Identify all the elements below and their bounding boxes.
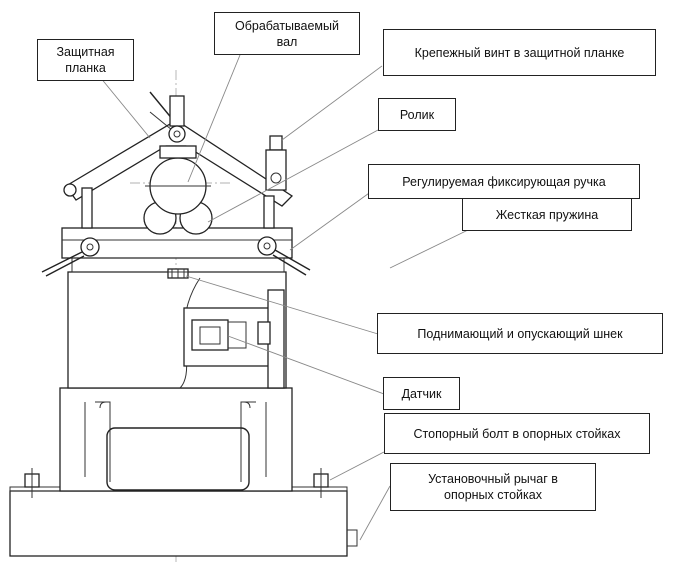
label-spring: Жесткая пружина [462, 198, 632, 231]
carriage [61, 227, 293, 273]
label-workpiece-shaft: Обрабатываемый вал [214, 12, 360, 55]
stop-bolt-left [24, 468, 40, 498]
label-stop-bolt: Стопорный болт в опорных стойках [384, 413, 650, 454]
label-roller: Ролик [378, 98, 456, 131]
support-stand [59, 387, 293, 492]
guard-screw [159, 95, 197, 159]
handle-left [41, 237, 100, 277]
leader-lines [99, 54, 469, 541]
label-screw-jack: Поднимающий и опускающий шнек [377, 313, 663, 354]
label-guard-screw: Крепежный винт в защитной планке [383, 29, 656, 76]
sensor [191, 319, 271, 351]
label-lock-handle: Регулируемая фиксирующая ручка [368, 164, 640, 199]
base-plate [9, 486, 358, 557]
lock-handle-knob [265, 135, 287, 191]
column [67, 271, 287, 389]
label-guard-plate: Защитная планка [37, 39, 134, 81]
screw-jack [167, 268, 189, 279]
label-sensor: Датчик [383, 377, 460, 410]
label-adjust-lever: Установочный рычаг в опорных стойках [390, 463, 596, 511]
stop-bolt-right [313, 468, 329, 498]
handle-right [257, 236, 311, 276]
